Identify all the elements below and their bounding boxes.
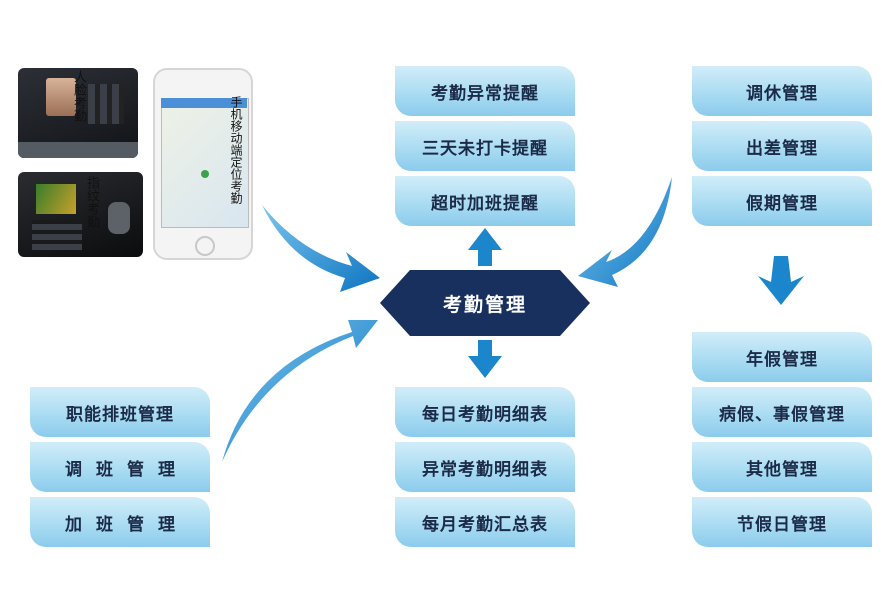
report-item: 每日考勤明细表 — [395, 387, 575, 437]
center-node: 考勤管理 — [380, 270, 590, 336]
leave-item: 调休管理 — [692, 66, 872, 116]
alert-item: 考勤异常提醒 — [395, 66, 575, 116]
mobile-phone-image — [153, 68, 253, 260]
fingerprint-device-label: 指纹考勤 — [84, 176, 99, 228]
report-item: 异常考勤明细表 — [395, 442, 575, 492]
arrow-devices-to-center — [262, 205, 380, 292]
arrow-holiday-down — [758, 256, 804, 305]
arrow-leave-to-center — [578, 177, 672, 287]
center-label: 考勤管理 — [442, 293, 527, 316]
arrow-center-to-alerts — [468, 228, 502, 266]
arrow-center-to-reports — [468, 340, 502, 378]
leave-item: 假期管理 — [692, 176, 872, 226]
holiday-item: 其他管理 — [692, 442, 872, 492]
fingerprint-device-image — [18, 172, 143, 257]
scheduling-item: 调班管理 — [30, 442, 210, 492]
holiday-item: 病假、事假管理 — [692, 387, 872, 437]
scheduling-item: 加班管理 — [30, 497, 210, 547]
alert-item: 超时加班提醒 — [395, 176, 575, 226]
holiday-item: 年假管理 — [692, 332, 872, 382]
leave-item: 出差管理 — [692, 121, 872, 171]
scheduling-item: 职能排班管理 — [30, 387, 210, 437]
arrow-scheduling-to-center — [222, 320, 378, 462]
holiday-item: 节假日管理 — [692, 497, 872, 547]
alert-item: 三天未打卡提醒 — [395, 121, 575, 171]
mobile-device-label: 手机移动端定位考勤 — [229, 96, 243, 204]
center-hexagon-shape — [380, 270, 590, 336]
face-device-image — [18, 68, 138, 158]
report-item: 每月考勤汇总表 — [395, 497, 575, 547]
face-device-label: 人脸考勤 — [71, 70, 86, 122]
